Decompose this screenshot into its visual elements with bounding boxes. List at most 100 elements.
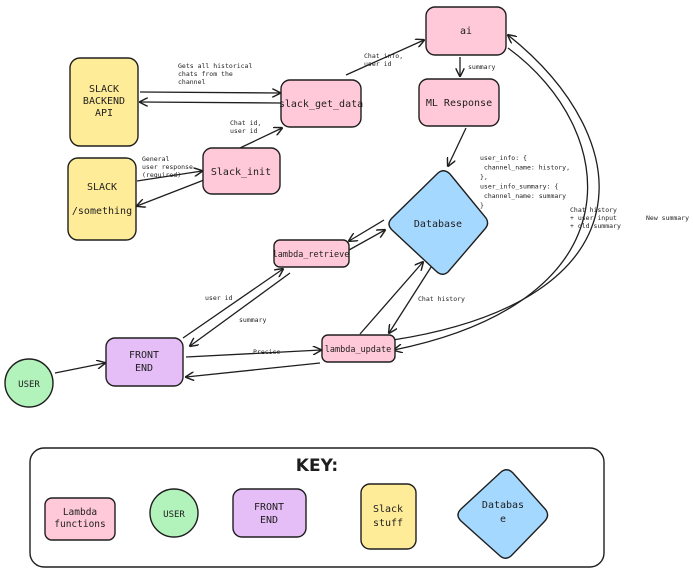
- text-line: + old summary: [570, 222, 621, 230]
- node-lambda-update[interactable]: [321, 334, 396, 363]
- edge-update-to-ai: [392, 35, 600, 341]
- text-line: functions: [54, 519, 105, 530]
- key-user-label: USER: [163, 510, 185, 520]
- label-chat-history: Chat history: [418, 295, 465, 303]
- text-line: USER: [18, 380, 40, 390]
- text-line: SLACK: [89, 84, 119, 95]
- edge-front-to-retrieve: [182, 269, 283, 339]
- text-line: Chat history: [418, 295, 465, 303]
- text-line: END: [135, 363, 153, 374]
- label-summary-ai: summary: [468, 63, 495, 71]
- text-line: Chat info,: [364, 52, 403, 60]
- text-line: user response: [142, 163, 193, 171]
- text-line: + user input: [570, 214, 617, 222]
- text-line: Slack: [373, 504, 403, 515]
- key-user-swatch: [149, 488, 199, 538]
- key-frontend-swatch: [232, 488, 307, 538]
- node-slack-init-label: Slack_init: [211, 167, 271, 178]
- text-line: Lambda: [63, 507, 97, 518]
- label-chat-history-user-input: Chat history+ user input+ old summary: [570, 206, 621, 230]
- text-line: chats from the: [178, 70, 233, 78]
- node-slack-something[interactable]: [67, 157, 137, 241]
- edge-user-to-front: [54, 363, 105, 374]
- edges: [54, 35, 600, 377]
- node-database[interactable]: [388, 170, 489, 275]
- edge-get-data-to-ai: [345, 40, 424, 76]
- label-user-id: user id: [205, 294, 232, 302]
- text-line: Database: [414, 219, 462, 230]
- text-line: }: [480, 202, 484, 210]
- node-ai[interactable]: [425, 6, 507, 56]
- label-precise: Precise: [253, 348, 280, 356]
- text-line: channel_name: summary: [480, 192, 566, 200]
- text-line: /something: [72, 206, 132, 217]
- node-lambda-retrieve-label: lambda_retrieve: [273, 250, 350, 260]
- node-lambda-update-label: lambda_update: [325, 345, 392, 355]
- label-chat-id-user-id: Chat id,user id: [230, 119, 261, 135]
- node-slack-init[interactable]: [202, 147, 281, 195]
- text-line: stuff: [373, 518, 403, 529]
- label-summary-front: summary: [239, 316, 266, 324]
- text-line: SLACK: [87, 182, 117, 193]
- node-user-label: USER: [18, 380, 40, 390]
- node-user[interactable]: [4, 358, 54, 408]
- label-new-summary: New summary: [646, 214, 689, 222]
- key-lambda-swatch: [44, 497, 116, 541]
- edge-something-to-init: [136, 171, 202, 182]
- key-database-swatch: [457, 469, 549, 559]
- key-slack-label: Slack stuff: [373, 504, 403, 529]
- key-frontend-label: FRONT END: [254, 502, 284, 526]
- text-line: New summary: [646, 214, 689, 222]
- text-line: user_info_summary: {: [480, 183, 558, 191]
- text-line: BACKEND: [83, 96, 125, 107]
- node-front-end[interactable]: [105, 337, 184, 387]
- edge-update-to-db: [359, 262, 423, 335]
- node-slack-get-data[interactable]: [280, 79, 362, 128]
- edge-update-to-front: [186, 362, 321, 377]
- edge-front-to-update: [185, 350, 321, 358]
- text-line: API: [95, 108, 113, 119]
- text-line: channel_name: history,: [480, 164, 570, 172]
- text-line: Gets all historical: [178, 62, 252, 70]
- node-lambda-retrieve[interactable]: [273, 239, 350, 268]
- text-line: },: [480, 173, 488, 181]
- text-line: ai: [460, 26, 472, 37]
- text-line: Databas: [482, 500, 524, 511]
- text-line: Chat history: [570, 206, 617, 214]
- text-line: Precise: [253, 348, 280, 356]
- text-line: END: [260, 515, 278, 526]
- edge-db-to-update: [389, 263, 434, 333]
- text-line: FRONT: [254, 502, 284, 513]
- text-line: General: [142, 155, 169, 163]
- key-slack-swatch: [360, 483, 417, 550]
- edge-ml-to-db: [448, 127, 467, 166]
- edge-get-data-to-backend: [140, 102, 281, 103]
- node-front-end-label: FRONT END: [129, 350, 159, 374]
- edge-retrieve-to-front: [190, 272, 291, 346]
- text-line: e: [500, 514, 506, 525]
- text-line: user id: [230, 127, 257, 135]
- text-line: slack_get_data: [279, 99, 363, 110]
- edge-db-to-retrieve: [349, 219, 385, 241]
- key-title: KEY:: [296, 456, 338, 476]
- edge-init-to-get-data: [239, 128, 282, 149]
- text-line: summary: [468, 63, 495, 71]
- text-line: FRONT: [129, 350, 159, 361]
- text-line: Slack_init: [211, 167, 271, 178]
- node-ml-response[interactable]: [418, 78, 500, 127]
- node-slack-something-label: SLACK /something: [72, 182, 132, 217]
- node-slack-get-data-label: slack_get_data: [279, 99, 363, 110]
- node-database-label: Database: [414, 219, 462, 230]
- edge-retrieve-to-db: [348, 230, 385, 251]
- node-slack-backend-api[interactable]: [69, 57, 139, 147]
- edge-init-to-something: [137, 179, 205, 206]
- text-line: summary: [239, 316, 266, 324]
